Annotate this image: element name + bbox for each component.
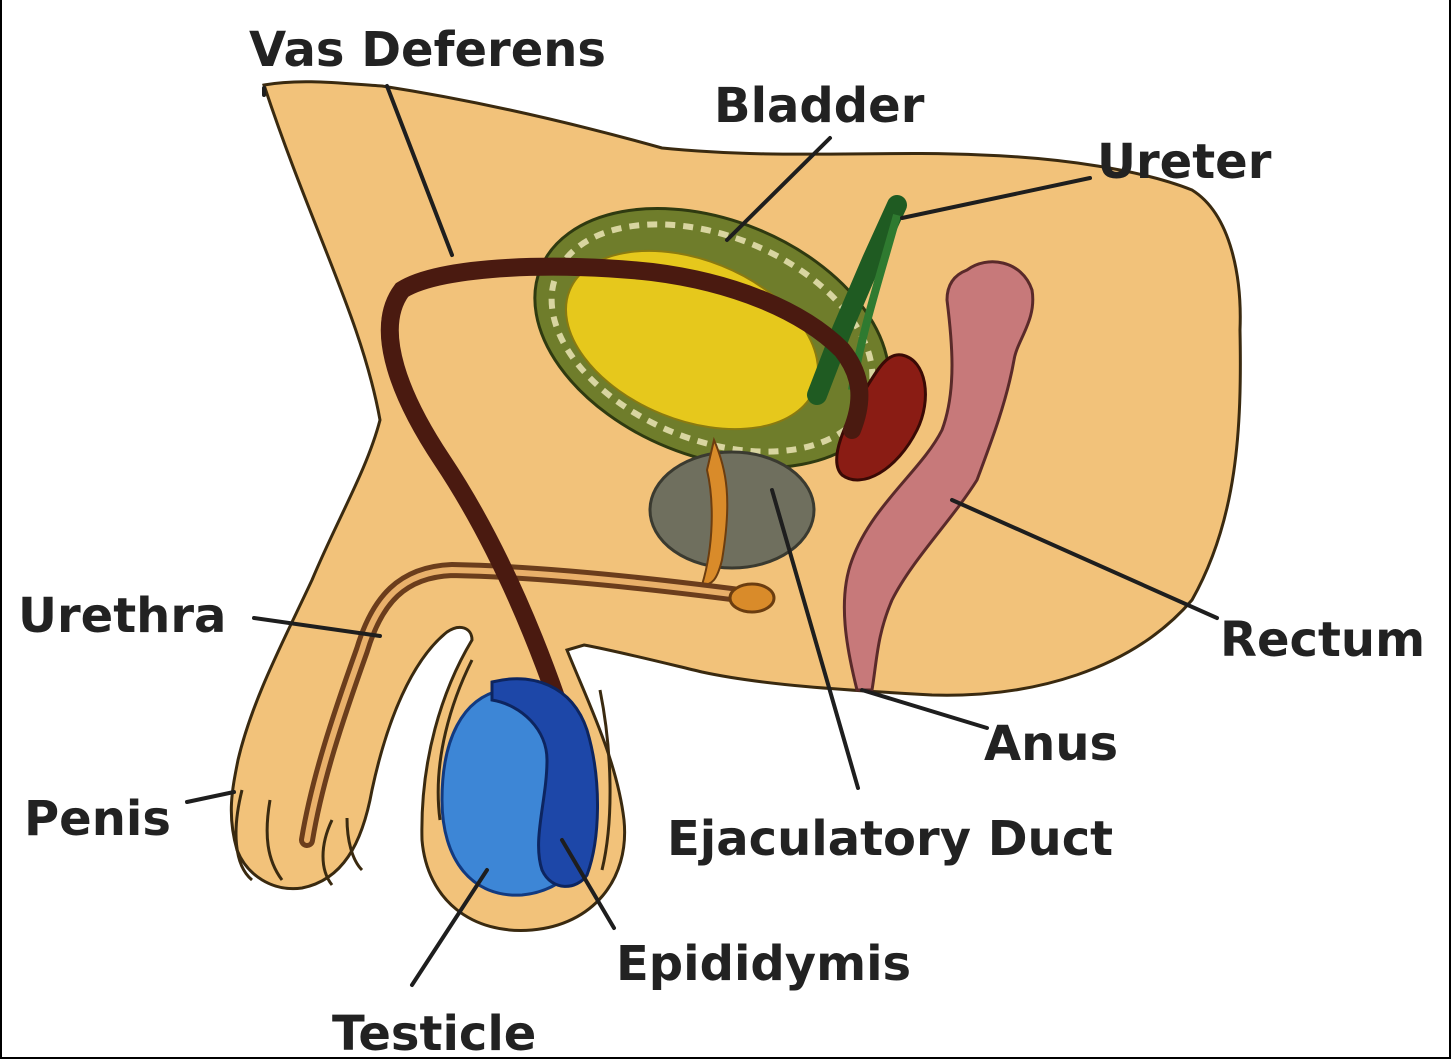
leader-penis <box>187 792 234 802</box>
label-rectum: Rectum <box>1220 612 1425 668</box>
label-vas-deferens: Vas Deferens <box>249 22 606 78</box>
label-bladder: Bladder <box>714 78 925 134</box>
label-ejaculatory-duct: Ejaculatory Duct <box>667 811 1113 867</box>
label-testicle: Testicle <box>332 1006 536 1059</box>
label-anus: Anus <box>984 716 1118 772</box>
label-ureter: Ureter <box>1097 134 1272 190</box>
urethra-bulb <box>730 584 774 612</box>
label-penis: Penis <box>24 791 171 847</box>
label-epididymis: Epididymis <box>616 936 911 992</box>
label-urethra: Urethra <box>18 588 226 644</box>
